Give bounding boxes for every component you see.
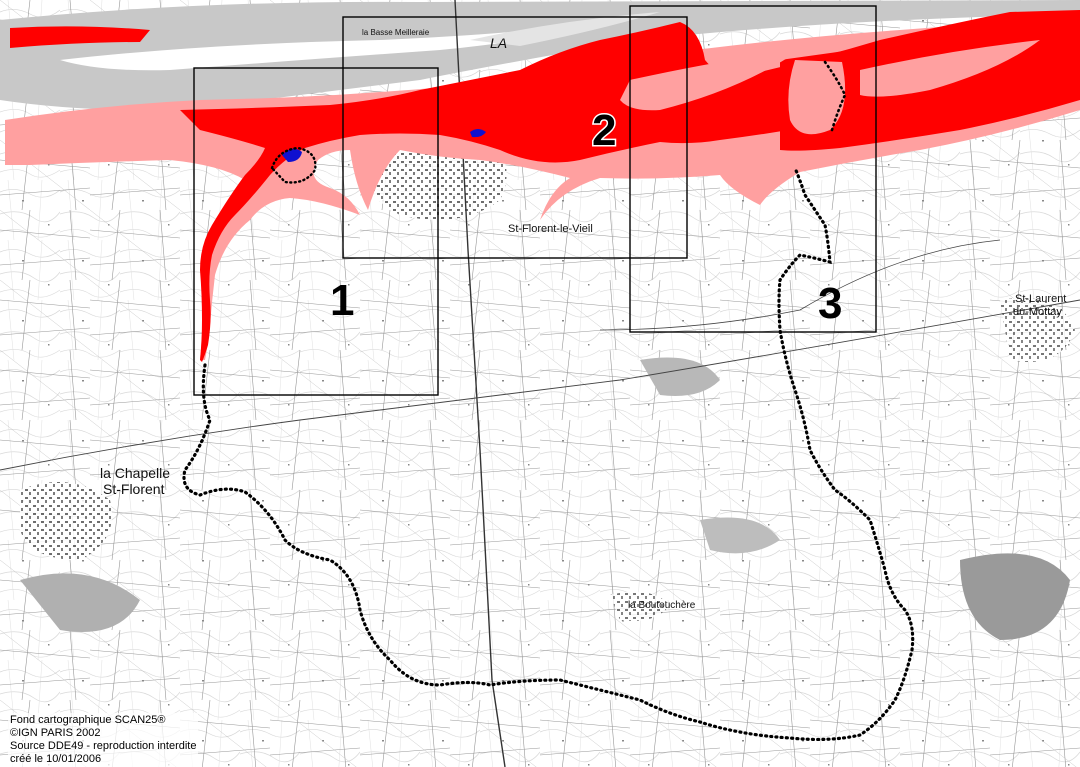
zone-frame-2[interactable] <box>342 16 688 259</box>
map-credits: Fond cartographique SCAN25® ©IGN PARIS 2… <box>8 713 199 767</box>
river-label-la: LA <box>490 35 507 51</box>
wood-patch <box>20 573 140 632</box>
river-loire <box>0 0 1080 111</box>
place-du-mottay: du-Mottay <box>1013 306 1062 318</box>
secondary-road <box>599 239 1001 331</box>
place-st-florent: St-Florent <box>103 481 165 497</box>
place-la-basse-meilleraie: la Basse Meilleraie <box>362 28 430 37</box>
boundary-dotted-island <box>823 60 847 132</box>
secondary-road <box>0 299 1080 471</box>
river-island <box>60 22 600 71</box>
commune-boundary <box>182 166 915 742</box>
town-la-chapelle-st-florent <box>20 482 112 560</box>
flood-zone-low-channel <box>860 40 1040 97</box>
flood-zone-low-inner <box>620 50 800 111</box>
town-st-laurent-du-mottay <box>1000 298 1075 362</box>
place-la-boutouchere: la Boutouchère <box>628 600 696 611</box>
zone-frame-1[interactable] <box>193 67 439 396</box>
place-la-chapelle: la Chapelle <box>100 465 170 481</box>
town-la-boutouchere <box>610 591 670 621</box>
zone-frame-3[interactable] <box>629 5 877 333</box>
credit-line: Fond cartographique SCAN25® <box>10 714 166 726</box>
zone-label-1: 1 <box>330 276 354 325</box>
main-road <box>454 0 506 767</box>
flood-point <box>470 129 486 138</box>
flood-zone-low-inner <box>788 60 846 135</box>
boundary-loop <box>270 146 317 184</box>
place-st-laurent: St-Laurent <box>1015 293 1066 305</box>
zone-label-2: 2 <box>592 106 616 155</box>
wood-patch <box>700 517 780 554</box>
wood-patch <box>960 553 1070 640</box>
place-st-florent-le-vieil: St-Florent-le-Vieil <box>508 223 593 235</box>
credit-line: Source DDE49 - reproduction interdite <box>10 740 197 752</box>
credit-line: ©IGN PARIS 2002 <box>10 727 101 739</box>
flood-zone-high <box>10 26 150 48</box>
wood-patch <box>640 357 720 396</box>
zone-label-3: 3 <box>818 279 842 328</box>
river-sandbar <box>470 12 660 46</box>
credit-line: créé le 10/01/2006 <box>10 753 102 765</box>
